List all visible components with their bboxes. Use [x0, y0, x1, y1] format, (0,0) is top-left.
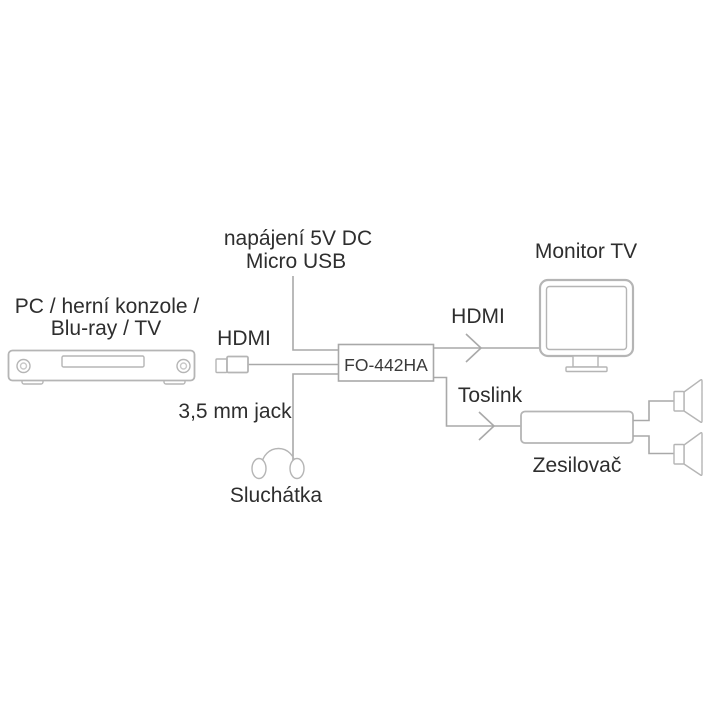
headphones-cup-right: [289, 457, 305, 480]
jack-cable-line: [292, 373, 338, 460]
monitor-label: Monitor TV: [534, 240, 638, 263]
power-label-line2: Micro USB: [245, 250, 347, 273]
hdmi-plug-tip: [215, 358, 228, 374]
source-label-line1: PC / herní konzole /: [14, 295, 200, 318]
speaker-top-driver: [673, 390, 685, 412]
source-label-line2: Blu-ray / TV: [50, 317, 162, 340]
speaker-top-icon: [673, 378, 703, 424]
monitor-icon: [538, 278, 635, 373]
monitor-screen: [545, 285, 628, 351]
hdmi-out-label: HDMI: [451, 305, 505, 328]
hdmi-out-arrow-icon: [465, 333, 483, 363]
hdmi-in-label: HDMI: [217, 327, 271, 350]
speaker-bottom-cone: [683, 431, 703, 477]
speaker-top-cone: [683, 378, 703, 424]
media-player-icon: [7, 349, 196, 385]
player-knob-left-inner: [19, 362, 28, 370]
toslink-label: Toslink: [457, 384, 523, 407]
toslink-line: [434, 376, 521, 441]
converter-model-label: FO-442HA: [344, 355, 428, 375]
amplifier-label: Zesilovač: [532, 454, 622, 477]
power-cable-line: [292, 276, 338, 351]
player-knob-right-inner: [179, 362, 188, 370]
headphones-icon: [251, 447, 305, 480]
monitor-stand-base: [565, 366, 608, 373]
headphones-cup-left: [251, 457, 267, 480]
hdmi-plug-body: [226, 355, 249, 374]
toslink-segment: [434, 376, 521, 427]
hdmi-out-line: [434, 333, 540, 363]
amplifier-box: [520, 410, 634, 444]
speaker-bottom-driver: [673, 443, 685, 465]
speaker-wire-bottom: [633, 435, 674, 455]
monitor-stand-neck: [572, 355, 599, 368]
toslink-arrow-icon: [478, 411, 496, 441]
converter-box: [337, 343, 435, 382]
speaker-wire-top: [633, 400, 674, 422]
headphones-label: Sluchátka: [229, 484, 323, 507]
power-label-line1: napájení 5V DC: [223, 227, 373, 250]
player-disc-slot: [61, 355, 145, 368]
speaker-bottom-icon: [673, 431, 703, 477]
hdmi-plug-icon: [215, 355, 249, 374]
jack-label: 3,5 mm jack: [178, 400, 292, 423]
